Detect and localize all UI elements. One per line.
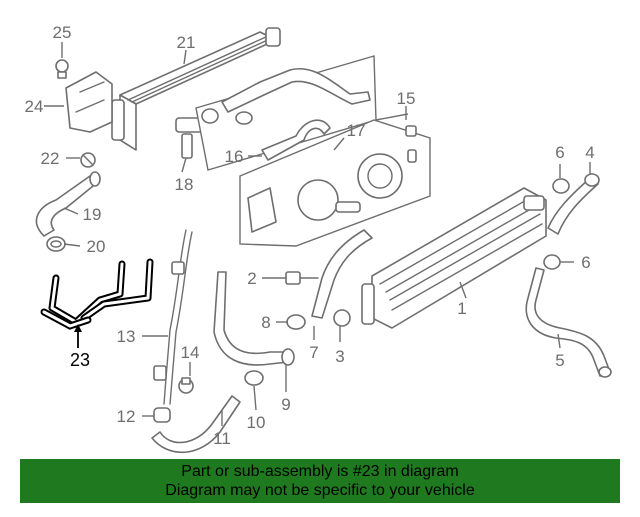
- callout-8: 8: [261, 313, 270, 332]
- part-5-hose: [525, 267, 612, 378]
- info-banner: Part or sub-assembly is #23 in diagram D…: [20, 459, 620, 503]
- callout-17: 17: [347, 121, 366, 140]
- pump-assembly-box: [239, 119, 431, 247]
- callout-15: 15: [397, 89, 416, 108]
- callout-22: 22: [41, 149, 60, 168]
- part-23-tube: [40, 258, 154, 330]
- leader-lines: [44, 42, 591, 426]
- part-8-clamp: [286, 314, 306, 330]
- callout-2: 2: [247, 269, 256, 288]
- part-9-hose: [213, 271, 295, 366]
- callout-13: 13: [117, 327, 136, 346]
- callout-1: 1: [457, 299, 466, 318]
- part-19-hose: [35, 171, 101, 237]
- callout-24: 24: [25, 97, 44, 116]
- part-4-hose: [547, 173, 600, 235]
- callout-21: 21: [177, 33, 196, 52]
- part-22-clip: [80, 152, 96, 168]
- callout-7: 7: [309, 343, 318, 362]
- part-1-radiator: [361, 187, 547, 329]
- part-7-hose: [311, 229, 373, 319]
- part-13-tube: [153, 229, 193, 405]
- callout-12: 12: [117, 407, 136, 426]
- part-3-bolt: [333, 309, 351, 327]
- part-16-hose: [261, 119, 331, 161]
- callout-19: 19: [83, 205, 102, 224]
- part-25-bolt: [55, 59, 69, 79]
- banner-line-1: Part or sub-assembly is #23 in diagram: [181, 463, 459, 480]
- callout-labels: 1 2 3 4 5 6 6 7 8 9 10 11 12 13 14 15 16…: [25, 23, 595, 448]
- callout-14: 14: [181, 343, 200, 362]
- callout-6-upper: 6: [555, 143, 564, 162]
- part-20-clamp: [46, 236, 66, 252]
- callout-16: 16: [225, 147, 244, 166]
- callout-20: 20: [87, 237, 106, 256]
- part-2-bolt: [285, 271, 319, 285]
- part-6-clamp-upper: [552, 178, 570, 194]
- banner-line-2: Diagram may not be specific to your vehi…: [165, 482, 475, 499]
- callout-9: 9: [281, 395, 290, 414]
- part-10-clamp: [244, 370, 264, 386]
- callout-3: 3: [335, 347, 344, 366]
- part-24-bracket: [65, 71, 113, 133]
- part-12-clamp: [153, 407, 171, 423]
- part-6-clamp-lower: [543, 254, 561, 270]
- part-14-bolt: [178, 377, 194, 394]
- callout-25: 25: [53, 23, 72, 42]
- callout-6-lower: 6: [581, 253, 590, 272]
- callout-11: 11: [213, 429, 231, 448]
- callout-23: 23: [70, 350, 90, 370]
- callout-10: 10: [247, 413, 266, 432]
- callout-4: 4: [585, 143, 594, 162]
- part-21-bar: [111, 27, 281, 151]
- callout-18: 18: [175, 175, 194, 194]
- callout-5: 5: [555, 351, 564, 370]
